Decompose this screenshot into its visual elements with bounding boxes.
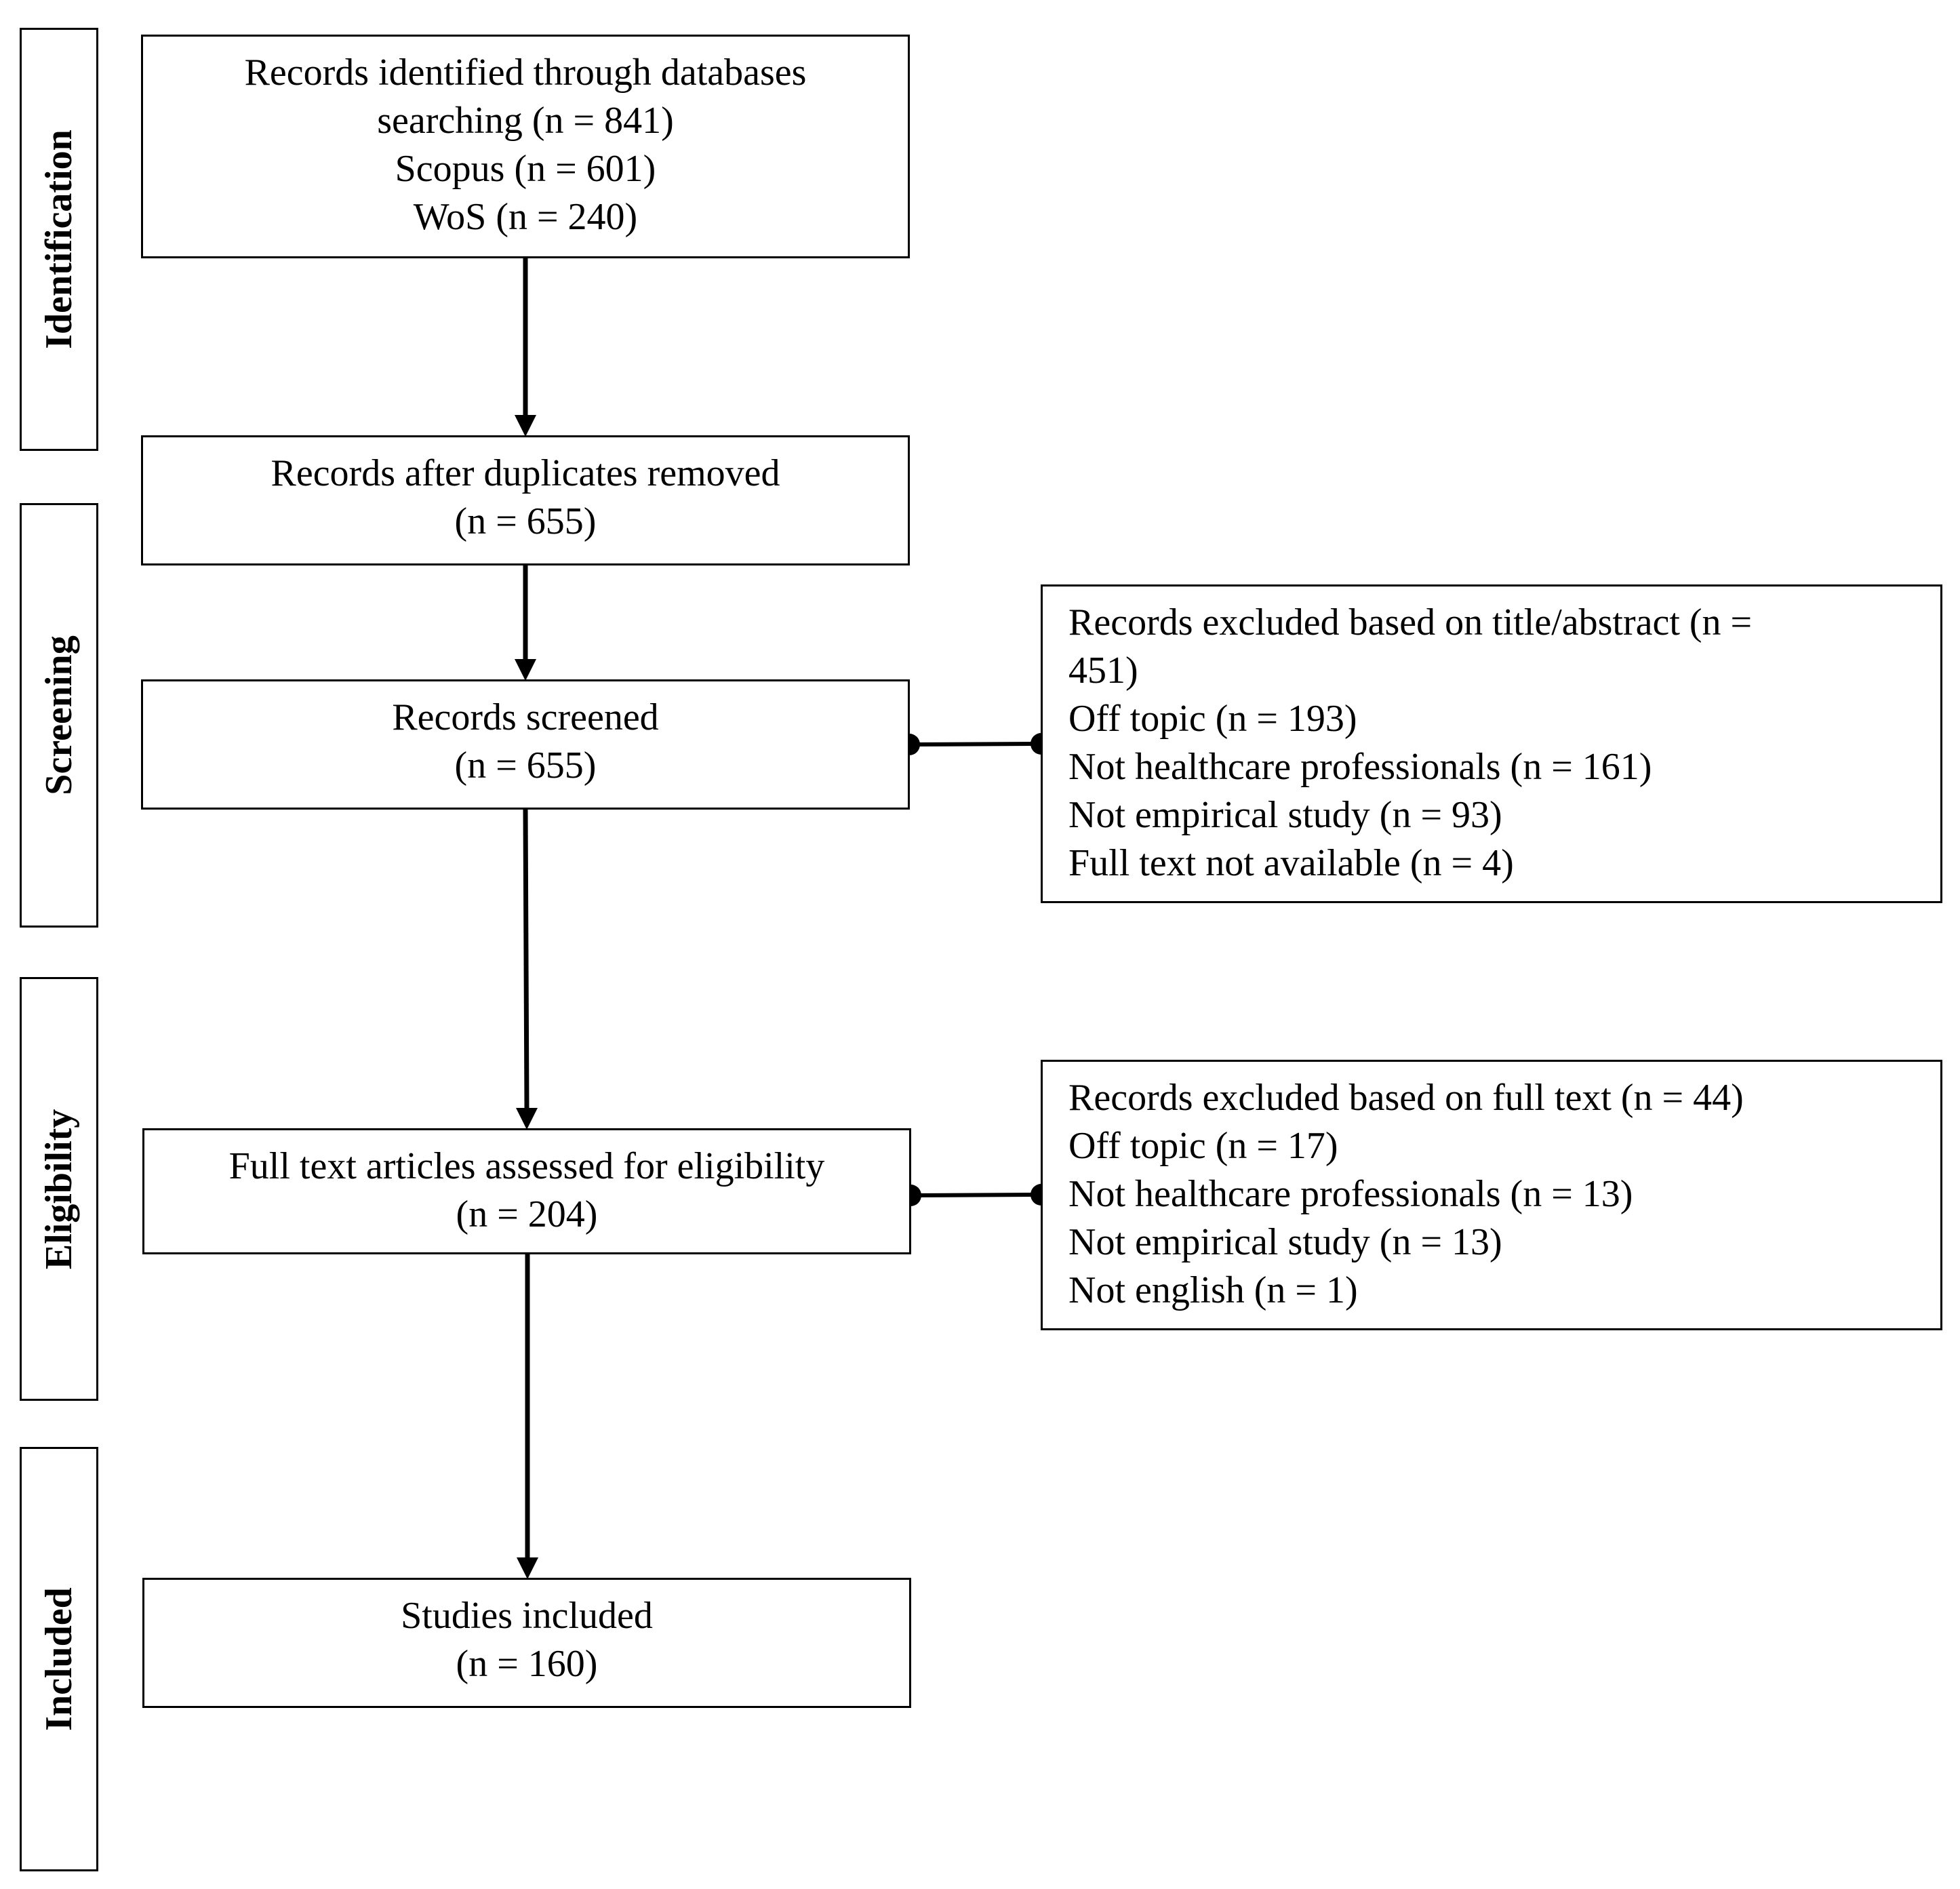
arrow-duplicates-to-screened [515, 565, 536, 681]
duplicates-removed-text: Records after duplicates removed [271, 452, 780, 494]
connector-screened-to-exclusion [898, 733, 1052, 755]
title-abstract-exclusion-box: Records excluded based on title/abstract… [1041, 584, 1942, 903]
records-screened-box: Records screened (n = 655) [141, 679, 910, 810]
exclusion-not-empirical: Not empirical study (n = 13) [1068, 1221, 1502, 1263]
full-text-assessed-count: (n = 204) [456, 1193, 598, 1235]
exclusion-off-topic: Off topic (n = 193) [1068, 698, 1357, 740]
records-identified-count: searching (n = 841) [377, 100, 674, 142]
phase-eligibility: Eligibility [20, 977, 98, 1401]
arrow-fulltext-to-included [517, 1254, 538, 1579]
arrow-screened-to-fulltext [516, 808, 538, 1130]
records-identified-text: Records identified through databases [244, 52, 807, 94]
full-text-assessed-text: Full text articles assessed for eligibil… [228, 1145, 825, 1187]
exclusion-not-english: Not english (n = 1) [1068, 1269, 1358, 1311]
exclusion-off-topic: Off topic (n = 17) [1068, 1125, 1338, 1167]
phase-identification: Identification [20, 28, 98, 451]
phase-identification-label: Identification [38, 130, 80, 349]
duplicates-removed-count: (n = 655) [454, 500, 597, 542]
full-text-assessed-box: Full text articles assessed for eligibil… [142, 1128, 911, 1254]
exclusion-not-healthcare: Not healthcare professionals (n = 161) [1068, 746, 1652, 788]
duplicates-removed-box: Records after duplicates removed (n = 65… [141, 435, 910, 565]
studies-included-box: Studies included (n = 160) [142, 1578, 911, 1708]
studies-included-text: Studies included [401, 1595, 653, 1637]
arrow-identified-to-duplicates [515, 258, 536, 437]
title-abstract-exclusion-count: 451) [1068, 650, 1138, 692]
scopus-count: Scopus (n = 601) [395, 148, 656, 190]
phase-included: Included [20, 1447, 98, 1871]
full-text-exclusion-heading: Records excluded based on full text (n =… [1068, 1077, 1744, 1119]
records-screened-count: (n = 655) [454, 744, 597, 787]
phase-eligibility-label: Eligibility [38, 1109, 80, 1269]
records-screened-text: Records screened [392, 696, 659, 738]
connector-fulltext-to-exclusion [900, 1184, 1052, 1206]
title-abstract-exclusion-heading: Records excluded based on title/abstract… [1068, 601, 1753, 643]
records-identified-box: Records identified through databases sea… [141, 35, 910, 258]
exclusion-not-empirical: Not empirical study (n = 93) [1068, 794, 1502, 836]
wos-count: WoS (n = 240) [413, 196, 638, 238]
exclusion-not-healthcare: Not healthcare professionals (n = 13) [1068, 1173, 1633, 1215]
phase-included-label: Included [38, 1587, 80, 1731]
exclusion-full-text-unavailable: Full text not available (n = 4) [1068, 842, 1514, 884]
phase-screening: Screening [20, 503, 98, 928]
full-text-exclusion-box: Records excluded based on full text (n =… [1041, 1060, 1942, 1330]
studies-included-count: (n = 160) [456, 1643, 598, 1685]
phase-screening-label: Screening [38, 635, 80, 795]
